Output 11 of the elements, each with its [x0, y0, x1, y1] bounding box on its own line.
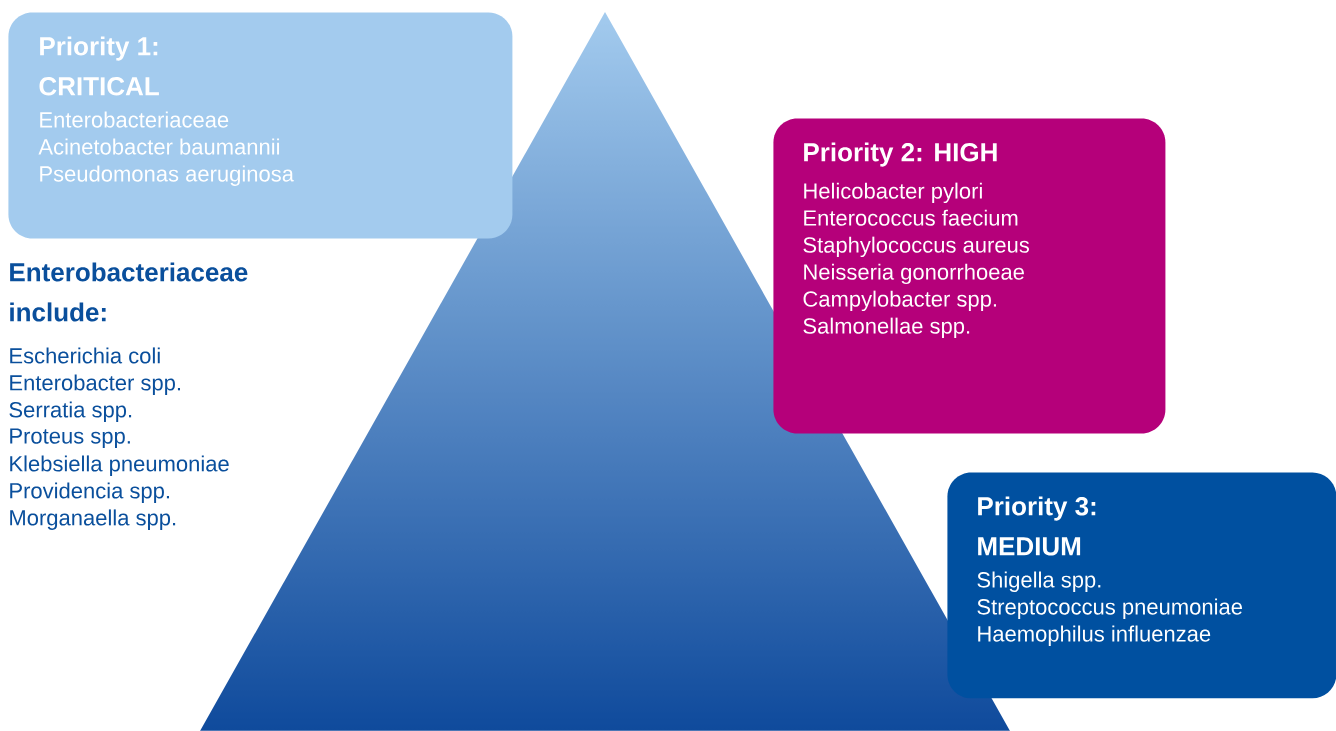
- list-item: Proteus spp.: [10, 428, 130, 449]
- priority-box: Priority 2: HIGH Helicobacter pylori Enterococcus faecium Staphylococcus aureus Neisseria gonorrhoeae Campylobacter spp. Salmonellae spp.: [773, 118, 1166, 434]
- list-item: Enterobacter spp.: [10, 374, 181, 395]
- list-heading: Enterobacteriaceae include:: [10, 262, 248, 322]
- list-item: Klebsiella pneumoniae: [10, 455, 229, 476]
- list-item: Serratia spp.: [9, 401, 132, 422]
- priority-box: Priority 3: MEDIUM Shigella spp. Streptococcus pneumoniae Haemophilus influenzae: [947, 472, 1336, 699]
- list-item: Providencia spp.: [10, 482, 169, 503]
- list-item: Morganaella spp.: [10, 509, 176, 530]
- priority-box: Priority 1: CRITICAL Enterobacteriaceae Acinetobacter baumannii Pseudomonas aeruginosa: [8, 12, 513, 239]
- list-item: Escherichia coli: [10, 347, 160, 364]
